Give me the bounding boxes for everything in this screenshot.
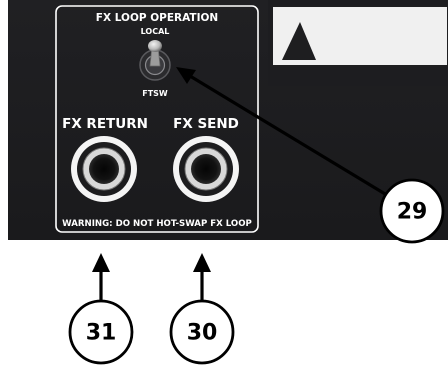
switch-ftsw-label: FTSW [142, 89, 168, 98]
callout-31-circle [68, 299, 134, 365]
logo-mark-icon [282, 22, 316, 60]
callout-30-label: 30 [187, 321, 218, 346]
callout-30-circle [169, 299, 235, 365]
fx-loop-toggle-switch[interactable] [139, 40, 171, 81]
callout-30: 30 [169, 299, 235, 365]
callout-31: 31 [68, 299, 134, 365]
callout-31-arrowhead-icon [92, 253, 110, 272]
logo-plate-shadow [271, 5, 448, 67]
toggle-tip [148, 40, 162, 52]
callout-29-arrow-line [189, 74, 391, 199]
callout-31-label: 31 [86, 321, 117, 346]
fx-return-jack-hole [89, 154, 119, 184]
fx-send-label: FX SEND [173, 116, 239, 132]
fx-return-label: FX RETURN [62, 116, 148, 132]
callout-29-label: 29 [397, 200, 428, 225]
callout-29: 29 [379, 178, 445, 244]
switch-local-label: LOCAL [141, 27, 170, 36]
fx-send-jack[interactable] [173, 136, 239, 202]
fx-return-jack[interactable] [71, 136, 137, 202]
callout-29-arrowhead-icon [176, 67, 196, 84]
callout-30-arrowhead-icon [193, 253, 211, 272]
fx-loop-title: FX LOOP OPERATION [96, 12, 218, 24]
fx-send-jack-hole [191, 154, 221, 184]
warning-text: WARNING: DO NOT HOT-SWAP FX LOOP [62, 219, 252, 229]
callout-29-circle [379, 178, 445, 244]
